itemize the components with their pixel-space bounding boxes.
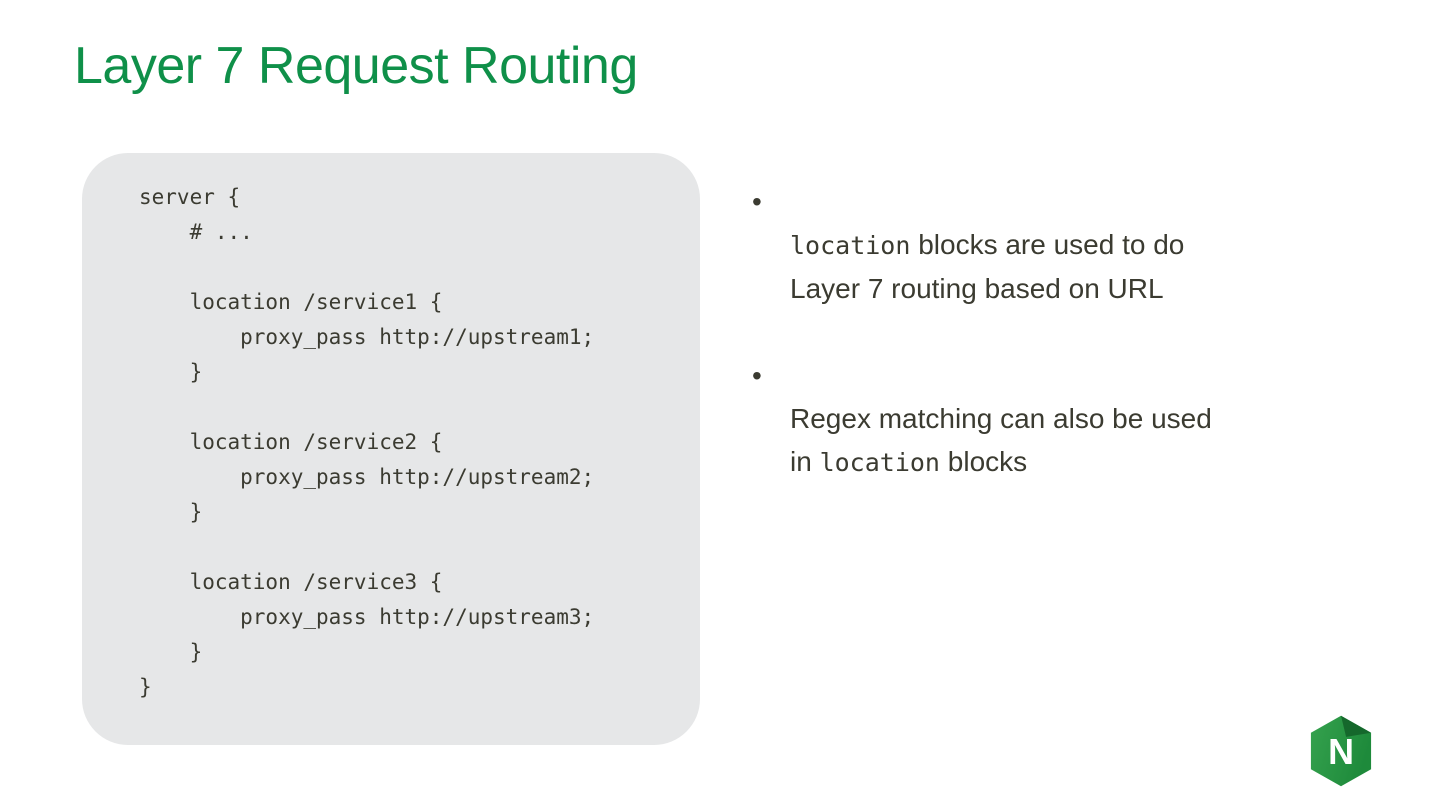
bullet-text-pre: Regex matching can also be used in <box>790 403 1212 477</box>
bullet-text-post: blocks are used to do Layer 7 routing ba… <box>790 229 1185 304</box>
nginx-logo-icon: N <box>1310 715 1372 787</box>
page-title: Layer 7 Request Routing <box>74 37 638 95</box>
logo-letter: N <box>1328 732 1354 772</box>
bullet-text-post: blocks <box>940 446 1028 477</box>
bullet-marker: • <box>752 360 762 391</box>
code-panel: server { # ... location /service1 { prox… <box>82 153 700 745</box>
nginx-config-code: server { # ... location /service1 { prox… <box>139 185 595 699</box>
bullet-mono-keyword: location <box>819 448 940 477</box>
bullet-item-location-blocks: • location blocks are used to do Layer 7 … <box>752 180 1372 310</box>
bullet-list: • location blocks are used to do Layer 7 … <box>752 180 1372 528</box>
bullet-item-regex-matching: • Regex matching can also be used in loca… <box>752 354 1372 484</box>
bullet-mono-keyword: location <box>790 231 911 260</box>
bullet-marker: • <box>752 186 762 217</box>
logo-fold <box>1341 715 1372 737</box>
